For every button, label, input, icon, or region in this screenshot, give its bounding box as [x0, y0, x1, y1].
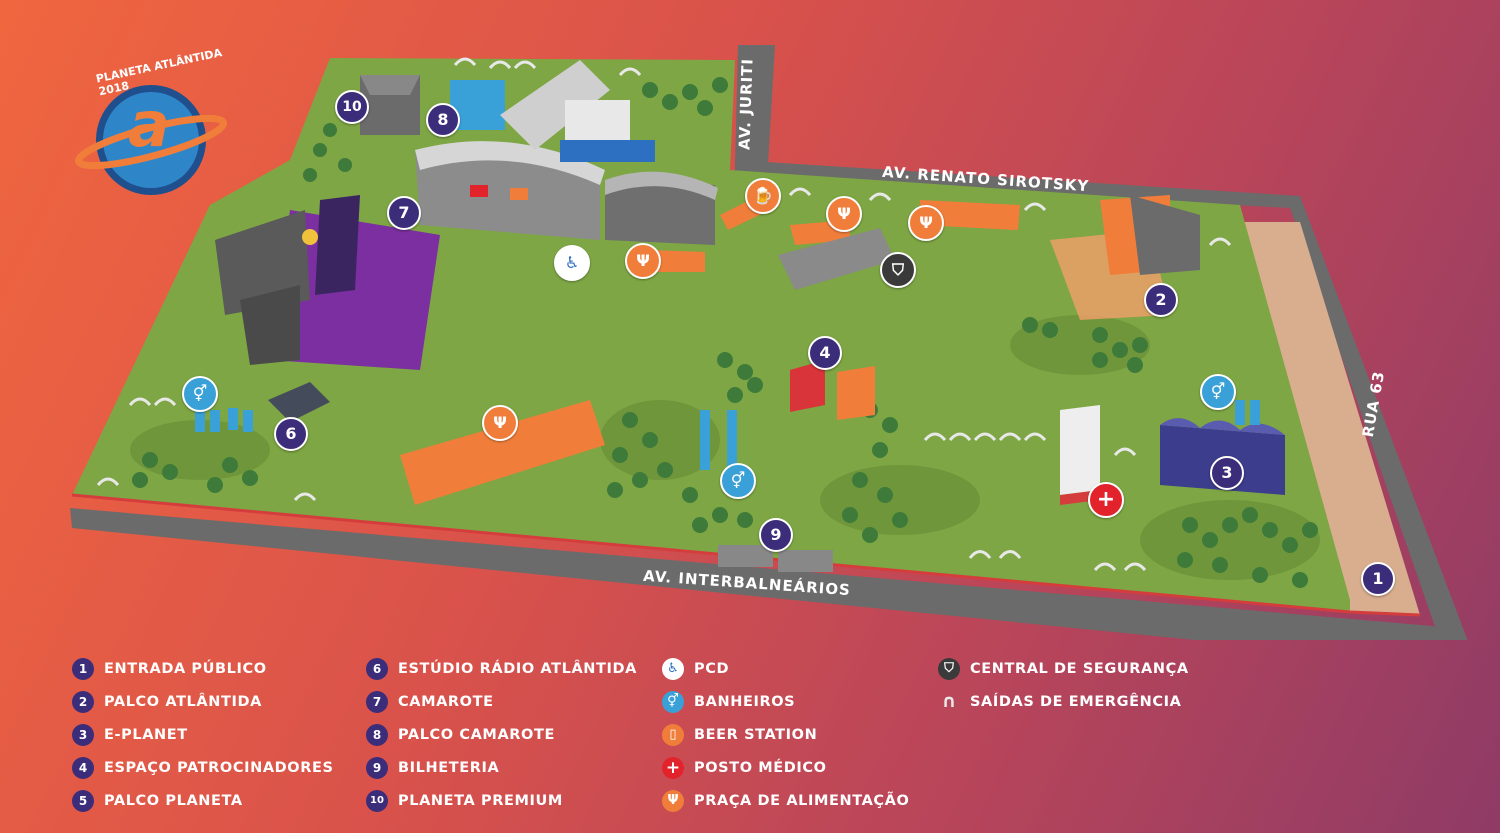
marker-estudio-radio[interactable]: 6	[274, 417, 308, 451]
legend-number: 8	[366, 723, 388, 746]
legend-number: 5	[72, 789, 94, 812]
legend-item-posto-medico: + POSTO MÉDICO	[662, 751, 909, 784]
legend-item-pcd: ♿ PCD	[662, 652, 909, 685]
street-av-juriti: AV. JURITI	[735, 57, 757, 151]
legend-number: 6	[366, 657, 388, 680]
legend-item-e-planet: 3 E-PLANET	[72, 718, 334, 751]
roads	[70, 45, 1468, 640]
legend-number: 2	[72, 690, 94, 713]
restroom-blocks	[195, 400, 1260, 470]
legend-item-beer-station: ▯ BEER STATION	[662, 718, 909, 751]
legend-label: BEER STATION	[694, 726, 818, 743]
marker-espaco-patrocinadores[interactable]: 4	[808, 336, 842, 370]
legend-item-central-seguranca: ⛉ CENTRAL DE SEGURANÇA	[938, 652, 1189, 685]
marker-bilheteria[interactable]: 9	[759, 518, 793, 552]
marker-entrada-publico[interactable]: 1	[1361, 562, 1395, 596]
legend-label: ESPAÇO PATROCINADORES	[104, 759, 334, 776]
legend-label: CAMAROTE	[398, 693, 494, 710]
camarote-building	[415, 141, 718, 245]
security-shield-icon[interactable]: ⛉	[880, 252, 916, 288]
festival-map	[70, 45, 1468, 640]
legend-item-saidas-emergencia: ∩ SAÍDAS DE EMERGÊNCIA	[938, 685, 1189, 718]
legend-label: PALCO ATLÂNTIDA	[104, 693, 262, 710]
accessibility-icon: ♿	[662, 657, 684, 680]
legend-item-bilheteria: 9 BILHETERIA	[366, 751, 637, 784]
accessibility-icon[interactable]: ♿	[554, 245, 590, 281]
legend-item-estudio-radio: 6 ESTÚDIO RÁDIO ATLÂNTIDA	[366, 652, 637, 685]
marker-palco-atlantida[interactable]: 2	[1144, 283, 1178, 317]
legend-item-banheiros: ⚥ BANHEIROS	[662, 685, 909, 718]
legend-label: ESTÚDIO RÁDIO ATLÂNTIDA	[398, 660, 637, 677]
legend-label: E-PLANET	[104, 726, 188, 743]
legend-label: SAÍDAS DE EMERGÊNCIA	[970, 693, 1182, 710]
restroom-icon[interactable]: ⚥	[720, 463, 756, 499]
legend-number: 10	[366, 789, 388, 812]
legend-label: PALCO PLANETA	[104, 792, 243, 809]
legend-number: 3	[72, 723, 94, 746]
grass-field	[72, 58, 1350, 612]
shield-icon: ⛉	[938, 657, 960, 680]
legend-label: PCD	[694, 660, 730, 677]
legend-label: BANHEIROS	[694, 693, 796, 710]
legend-label: CENTRAL DE SEGURANÇA	[970, 660, 1189, 677]
bilheteria-building	[718, 545, 833, 572]
legend-column-2: 6 ESTÚDIO RÁDIO ATLÂNTIDA 7 CAMAROTE 8 P…	[366, 652, 637, 817]
estudio-radio-building	[268, 382, 330, 422]
espaco-patrocinadores	[790, 360, 875, 420]
legend-item-palco-planeta: 5 PALCO PLANETA	[72, 784, 334, 817]
legend-label: PLANETA PREMIUM	[398, 792, 563, 809]
food-court-icon[interactable]: Ψ	[826, 196, 862, 232]
food-courts	[400, 190, 1020, 505]
legend-label: PRAÇA DE ALIMENTAÇÃO	[694, 792, 910, 809]
palco-camarote-stage	[450, 60, 655, 162]
legend-item-planeta-premium: 10 PLANETA PREMIUM	[366, 784, 637, 817]
food-court-icon[interactable]: Ψ	[908, 205, 944, 241]
food-court-icon[interactable]: Ψ	[625, 243, 661, 279]
legend-label: POSTO MÉDICO	[694, 759, 827, 776]
medical-cross-icon[interactable]: +	[1088, 482, 1124, 518]
marker-planeta-premium[interactable]: 10	[335, 90, 369, 124]
marker-palco-camarote[interactable]: 8	[426, 103, 460, 137]
restroom-icon[interactable]: ⚥	[182, 376, 218, 412]
food-court-icon[interactable]: Ψ	[482, 405, 518, 441]
legend-label: ENTRADA PÚBLICO	[104, 660, 267, 677]
logo-mark: a	[128, 88, 170, 161]
legend-label: BILHETERIA	[398, 759, 500, 776]
trees	[132, 77, 1318, 588]
palco-planeta-stage	[215, 195, 440, 370]
legend-item-camarote: 7 CAMAROTE	[366, 685, 637, 718]
fork-knife-icon: Ψ	[662, 789, 684, 812]
exit-arch-icon: ∩	[941, 690, 957, 712]
legend-item-espaco-patrocinadores: 4 ESPAÇO PATROCINADORES	[72, 751, 334, 784]
festival-logo: PLANETA ATLÂNTIDA 2018 a	[66, 46, 236, 200]
restroom-icon: ⚥	[662, 690, 684, 713]
field-border	[71, 493, 1421, 617]
beer-mug-icon: ▯	[662, 723, 684, 746]
planeta-premium	[360, 75, 420, 135]
legend-item-praca-alimentacao: Ψ PRAÇA DE ALIMENTAÇÃO	[662, 784, 909, 817]
legend-number: 1	[72, 657, 94, 680]
restroom-icon[interactable]: ⚥	[1200, 374, 1236, 410]
legend-column-1: 1 ENTRADA PÚBLICO 2 PALCO ATLÂNTIDA 3 E-…	[72, 652, 334, 817]
legend-number: 4	[72, 756, 94, 779]
palco-atlantida-stage	[1050, 195, 1200, 320]
medical-cross-icon: +	[662, 756, 684, 779]
legend-item-palco-camarote: 8 PALCO CAMAROTE	[366, 718, 637, 751]
legend-column-3: ♿ PCD ⚥ BANHEIROS ▯ BEER STATION + POSTO…	[662, 652, 909, 817]
entrance-plaza	[1240, 222, 1420, 615]
logo-globe-icon	[74, 85, 228, 195]
legend-number: 7	[366, 690, 388, 713]
legend-label: PALCO CAMAROTE	[398, 726, 555, 743]
legend-item-entrada-publico: 1 ENTRADA PÚBLICO	[72, 652, 334, 685]
beer-station-icon[interactable]: 🍺	[745, 178, 781, 214]
marker-e-planet[interactable]: 3	[1210, 456, 1244, 490]
security-building	[778, 228, 895, 290]
legend-number: 9	[366, 756, 388, 779]
marker-camarote[interactable]: 7	[387, 196, 421, 230]
legend-column-4: ⛉ CENTRAL DE SEGURANÇA ∩ SAÍDAS DE EMERG…	[938, 652, 1189, 718]
legend-item-palco-atlantida: 2 PALCO ATLÂNTIDA	[72, 685, 334, 718]
emergency-exits	[96, 57, 1232, 572]
